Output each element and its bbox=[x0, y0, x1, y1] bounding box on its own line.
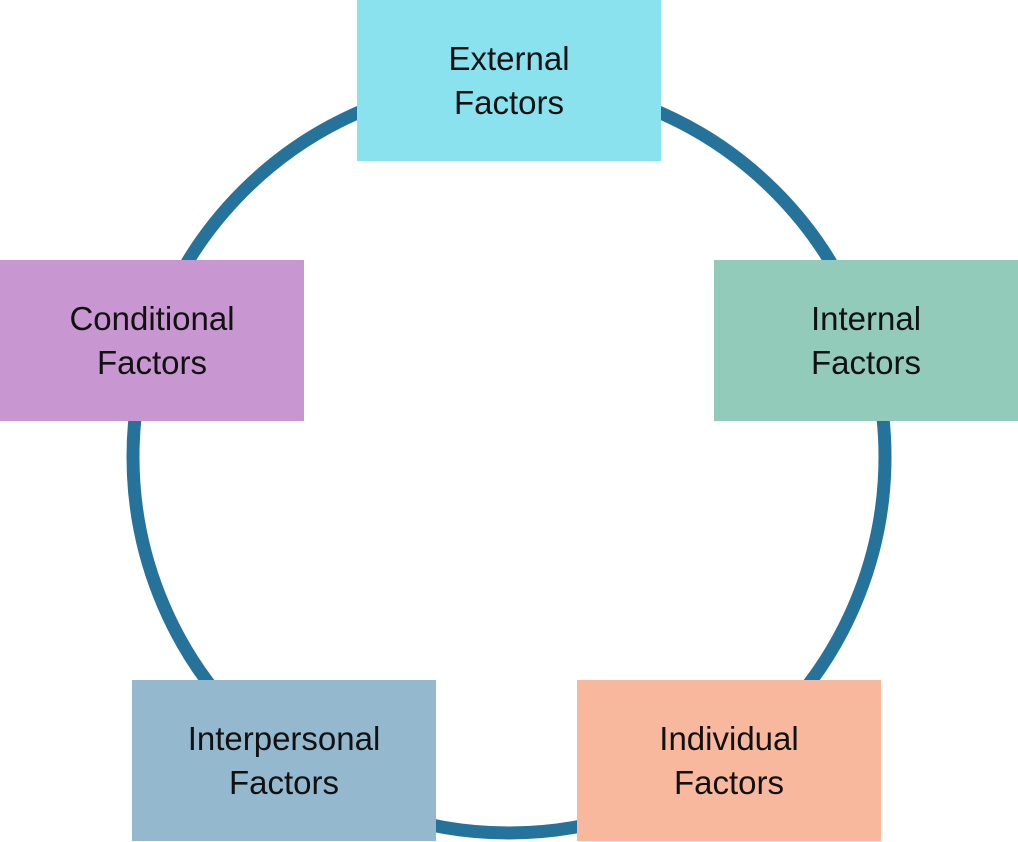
node-interpersonal-box bbox=[132, 680, 436, 841]
node-interpersonal-label-line-2: Factors bbox=[229, 764, 339, 801]
node-external-label-line-1: External bbox=[448, 40, 569, 77]
node-individual-label-line-1: Individual bbox=[659, 720, 798, 757]
node-conditional-box bbox=[0, 260, 304, 421]
node-external-box bbox=[357, 0, 661, 161]
node-conditional-label-line-1: Conditional bbox=[69, 300, 234, 337]
node-external-label-line-2: Factors bbox=[454, 84, 564, 121]
node-individual-label-line-2: Factors bbox=[674, 764, 784, 801]
node-interpersonal-label-line-1: Interpersonal bbox=[188, 720, 381, 757]
node-internal-label-line-1: Internal bbox=[811, 300, 921, 337]
node-internal-box bbox=[714, 260, 1018, 421]
node-conditional-label-line-2: Factors bbox=[97, 344, 207, 381]
node-internal-label-line-2: Factors bbox=[811, 344, 921, 381]
node-individual-box bbox=[577, 680, 881, 841]
